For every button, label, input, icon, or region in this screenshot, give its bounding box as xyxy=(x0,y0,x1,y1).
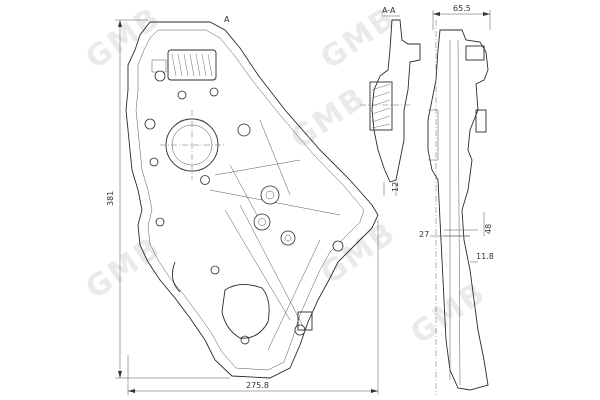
side-view: 65.5 27 11.8 48 xyxy=(419,4,494,395)
section-view: A-A 12 xyxy=(360,6,421,196)
dimension-label: 275.8 xyxy=(246,381,269,390)
valve-block xyxy=(167,49,217,81)
boss xyxy=(260,185,280,205)
side-gear-face xyxy=(428,109,439,161)
dimension-label: 65.5 xyxy=(453,4,471,13)
boss xyxy=(237,123,251,137)
boss-hole xyxy=(258,218,266,226)
watermark: GMB xyxy=(315,215,403,291)
side-boss xyxy=(465,45,485,61)
side-boss xyxy=(475,109,487,133)
dimension-height: 381 xyxy=(106,19,230,379)
dimension-label: 381 xyxy=(106,191,115,206)
dimension-label: 27 xyxy=(419,230,429,239)
rib xyxy=(214,159,301,176)
watermark: GMB xyxy=(80,0,168,76)
section-outline xyxy=(371,19,421,183)
boss xyxy=(154,70,166,82)
edge-detail xyxy=(171,261,181,293)
boss xyxy=(144,118,156,130)
flange-line xyxy=(444,229,470,237)
watermark: GMB xyxy=(285,80,373,156)
rib xyxy=(224,209,291,321)
side-outline xyxy=(427,29,489,391)
boss xyxy=(177,90,187,100)
boss xyxy=(280,230,296,246)
boss xyxy=(240,335,250,345)
seal-section xyxy=(369,81,393,131)
rib xyxy=(267,239,321,351)
boss xyxy=(210,265,220,275)
dimension-label: 12 xyxy=(391,182,400,192)
dimension-label: 11.8 xyxy=(476,252,494,261)
boss xyxy=(200,175,210,185)
valve-hatch xyxy=(171,53,213,77)
sensor-plug xyxy=(297,311,313,331)
watermark: GMB xyxy=(80,230,168,306)
boss-hole xyxy=(284,234,292,242)
boss xyxy=(155,217,165,227)
housing-inner-outline xyxy=(135,29,365,371)
boss-hole xyxy=(265,190,275,200)
watermark-group: GMB GMB GMB GMB GMB GMB xyxy=(80,0,493,351)
boss xyxy=(209,87,219,97)
rib xyxy=(259,119,291,196)
valve-cap xyxy=(151,59,167,73)
section-label: A-A xyxy=(382,6,396,15)
rib xyxy=(239,204,306,331)
section-hatch xyxy=(371,83,391,129)
dimension-width: 275.8 xyxy=(127,220,379,395)
oil-passage xyxy=(221,284,270,339)
boss xyxy=(253,213,271,231)
dimension-label: 48 xyxy=(484,224,493,234)
boss xyxy=(332,240,344,252)
front-view xyxy=(125,21,379,379)
section-mark: A xyxy=(224,15,230,24)
boss xyxy=(149,157,159,167)
side-face-line xyxy=(457,39,461,386)
housing-outline xyxy=(125,21,379,379)
